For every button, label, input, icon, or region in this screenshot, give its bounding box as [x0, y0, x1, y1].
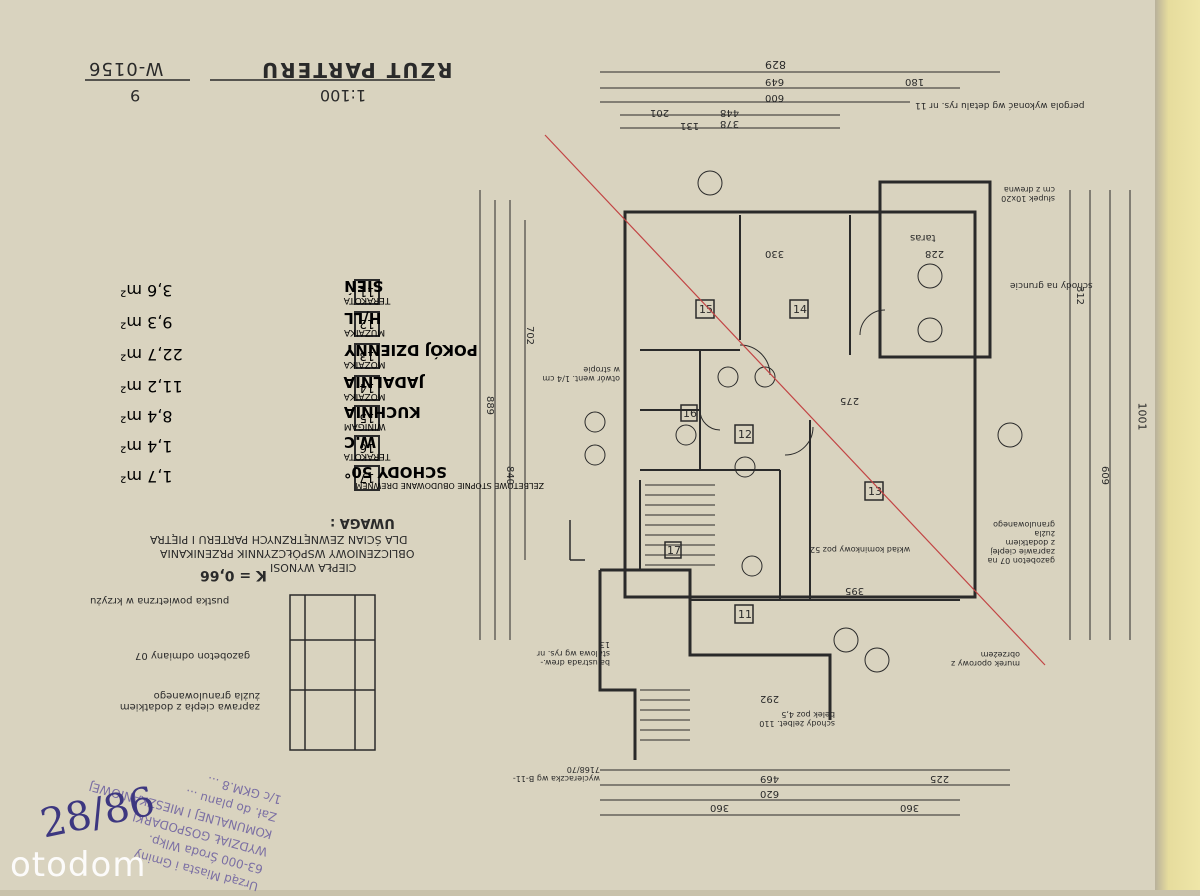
svg-text:14: 14 — [793, 303, 807, 316]
svg-text:11: 11 — [738, 608, 752, 621]
svg-text:15: 15 — [699, 303, 713, 316]
paper-sheet — [0, 0, 1160, 890]
svg-text:16: 16 — [683, 407, 697, 420]
svg-text:17: 17 — [667, 544, 681, 557]
svg-text:13: 13 — [868, 485, 882, 498]
svg-text:12: 12 — [738, 428, 752, 441]
watermark-logo: otodom — [10, 845, 147, 885]
paper-edge — [1155, 0, 1200, 890]
red-diagonal-line — [544, 134, 1046, 666]
